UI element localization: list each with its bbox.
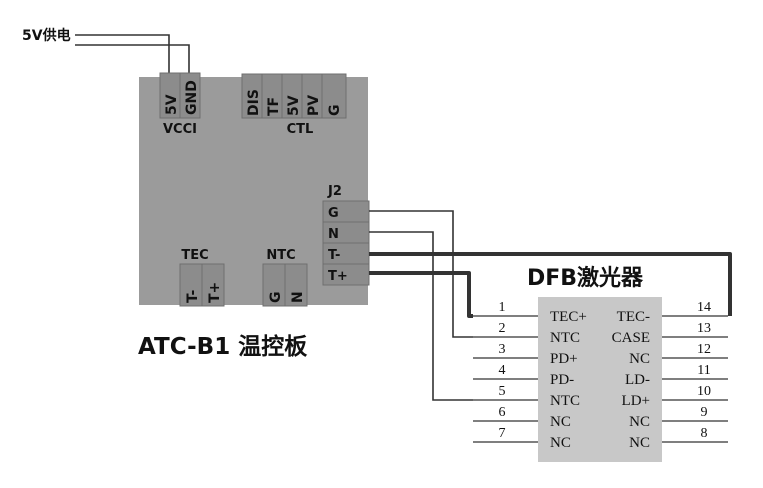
dfb-pin-num-5: 5 xyxy=(499,384,506,399)
dfb-pin-num-9: 9 xyxy=(701,405,708,420)
dfb-pin-label-10: LD+ xyxy=(622,393,650,409)
j2-pin-n: N xyxy=(328,227,339,242)
dfb-pin-num-3: 3 xyxy=(499,342,506,357)
dfb-pin-label-12: NC xyxy=(629,351,650,367)
dfb-package xyxy=(538,297,662,462)
wire-j2-n-to-pin5 xyxy=(369,231,473,401)
ctl-terminal: DIS TF 5V PV G CTL xyxy=(241,73,347,137)
ctl-pin-tf: TF xyxy=(266,97,282,116)
vcci-pin-gnd: GND xyxy=(184,80,200,115)
vcci-terminal: 5V GND VCCI xyxy=(159,72,201,137)
board-title: ATC-B1 温控板 xyxy=(138,333,308,360)
wire-5v xyxy=(75,34,170,74)
vcci-pin-5v: 5V xyxy=(164,94,180,115)
tec-group-label: TEC xyxy=(181,248,208,263)
dfb-pin-label-2: NTC xyxy=(550,330,580,346)
dfb-pin-label-4: PD- xyxy=(550,372,574,388)
dfb-pin-label-14: TEC- xyxy=(617,309,650,325)
tec-pin-tminus: T- xyxy=(185,290,201,303)
wire-j2-tplus-to-pin1 xyxy=(369,271,473,318)
dfb-pin-label-7: NC xyxy=(550,435,571,451)
tec-pin-tplus-body xyxy=(201,263,225,307)
dfb-pin-num-7: 7 xyxy=(499,426,506,441)
j2-pin-g: G xyxy=(328,206,339,221)
dfb-pin-num-8: 8 xyxy=(701,426,708,441)
dfb-left-pins: 1 2 3 4 5 6 7 TEC+ NTC PD+ PD- NTC NC NC xyxy=(473,300,587,451)
j2-group-label: J2 xyxy=(327,184,342,199)
dfb-pin-label-8: NC xyxy=(629,435,650,451)
dfb-pin-num-13: 13 xyxy=(697,321,711,336)
dfb-pin-num-10: 10 xyxy=(697,384,711,399)
dfb-pin-num-4: 4 xyxy=(499,363,506,378)
vcci-group-label: VCCI xyxy=(163,122,197,137)
dfb-pin-num-2: 2 xyxy=(499,321,506,336)
ntc-group-label: NTC xyxy=(266,248,295,263)
dfb-pin-label-6: NC xyxy=(550,414,571,430)
vcci-pin-gnd-body xyxy=(179,72,201,119)
ntc-pin-g: G xyxy=(268,292,284,304)
ctl-pin-pv: PV xyxy=(306,95,322,116)
ctl-pin-g-body xyxy=(321,73,347,119)
dfb-pin-label-3: PD+ xyxy=(550,351,578,367)
wire-gnd xyxy=(75,44,190,74)
dfb-pin-num-6: 6 xyxy=(499,405,506,420)
dfb-pin-label-5: NTC xyxy=(550,393,580,409)
power-label: 5V供电 xyxy=(22,27,71,44)
ctl-group-label: CTL xyxy=(287,122,314,137)
ntc-pin-n: N xyxy=(290,291,306,303)
ctl-pin-dis: DIS xyxy=(246,89,262,116)
tec-pin-tplus: T+ xyxy=(207,282,223,303)
j2-pin-tminus: T- xyxy=(328,248,340,263)
ctl-pin-5v: 5V xyxy=(286,95,302,116)
dfb-pin-label-11: LD- xyxy=(625,372,650,388)
dfb-pin-num-12: 12 xyxy=(697,342,711,357)
wire-j2-tminus-to-pin14 xyxy=(369,252,732,316)
dfb-pin-num-1: 1 xyxy=(499,300,506,315)
dfb-title: DFB激光器 xyxy=(527,265,644,291)
ntc-terminal: NTC G N xyxy=(262,248,308,307)
ntc-pin-n-body xyxy=(284,263,308,307)
dfb-pin-num-14: 14 xyxy=(697,300,711,315)
dfb-pin-label-13: CASE xyxy=(612,330,650,346)
dfb-pin-num-11: 11 xyxy=(697,363,710,378)
dfb-pin-label-1: TEC+ xyxy=(550,309,587,325)
dfb-right-pins: 14 13 12 11 10 9 8 TEC- CASE NC LD- LD+ … xyxy=(612,300,728,451)
j2-pin-tplus: T+ xyxy=(328,269,348,284)
dfb-pin-label-9: NC xyxy=(629,414,650,430)
tec-terminal: TEC T- T+ xyxy=(179,248,225,307)
ctl-pin-g: G xyxy=(327,105,343,117)
